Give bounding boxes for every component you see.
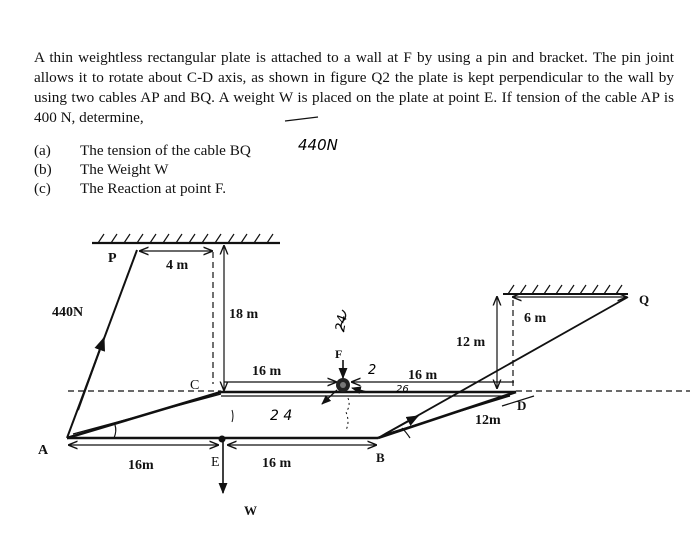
problem-statement: A thin weightless rectangular plate is a… xyxy=(34,48,674,128)
label-E: E xyxy=(211,455,220,470)
dim-FD: 16 m xyxy=(408,368,438,383)
plate-inner-line xyxy=(72,393,511,435)
label-B: B xyxy=(376,450,385,465)
handwritten-plate-note: 2 4 xyxy=(270,408,292,424)
label-C: C xyxy=(190,378,199,393)
label-A: A xyxy=(38,443,49,458)
handwritten-notes: 24 2 26 2 4 xyxy=(231,309,409,431)
dim-AE: 16m xyxy=(128,458,154,473)
label-P: P xyxy=(108,251,117,266)
cable-BQ xyxy=(377,296,629,439)
label-W: W xyxy=(244,503,257,518)
dim-height-Q: 12 m xyxy=(456,335,486,350)
point-E-dot xyxy=(218,435,226,443)
ceiling-support-right xyxy=(503,284,628,295)
dim-Q-offset: 6 m xyxy=(524,311,547,326)
angle-marks xyxy=(113,424,411,439)
dashed-lines xyxy=(68,252,690,392)
point-labels: P A C F E B D Q W xyxy=(38,251,649,518)
label-F: F xyxy=(335,347,342,361)
dimension-labels: 440N 4 m 18 m 16 m 16 m 16m 16 m 12 m 6 … xyxy=(52,258,547,473)
part-text: The Weight W xyxy=(80,161,169,178)
part-text: The tension of the cable BQ xyxy=(80,142,251,159)
handwritten-2: 2 xyxy=(368,363,376,378)
problem-text: A thin weightless rectangular plate is a… xyxy=(34,49,674,126)
label-D: D xyxy=(517,398,526,413)
label-Q: Q xyxy=(639,292,649,307)
part-label: (b) xyxy=(34,161,52,178)
force-AP-label: 440N xyxy=(52,305,83,320)
handwritten-440N: 440N xyxy=(298,136,338,154)
dim-P-offset: 4 m xyxy=(166,258,189,273)
dim-depth-D: 12m xyxy=(475,413,501,428)
part-text: The Reaction at point F. xyxy=(80,180,226,197)
question-parts: (a) The tension of the cable BQ (b) The … xyxy=(34,141,251,198)
part-label: (a) xyxy=(34,142,51,159)
handwritten-26: 26 xyxy=(396,384,409,395)
handwritten-overwrite: 440N xyxy=(284,116,338,154)
ceiling-support xyxy=(92,233,280,245)
question-part-b: (b) The Weight W xyxy=(34,160,251,179)
dim-EB: 16 m xyxy=(262,456,292,471)
dimension-lines xyxy=(69,246,626,445)
dim-height-P: 18 m xyxy=(229,307,259,322)
handwritten-near-F: 24 xyxy=(333,314,351,333)
pin-bracket-F xyxy=(321,360,368,405)
question-part-a: (a) The tension of the cable BQ xyxy=(34,141,251,160)
question-part-c: (c) The Reaction at point F. xyxy=(34,179,251,198)
cable-AP xyxy=(66,249,138,439)
dim-CF: 16 m xyxy=(252,364,282,379)
part-label: (c) xyxy=(34,180,51,197)
